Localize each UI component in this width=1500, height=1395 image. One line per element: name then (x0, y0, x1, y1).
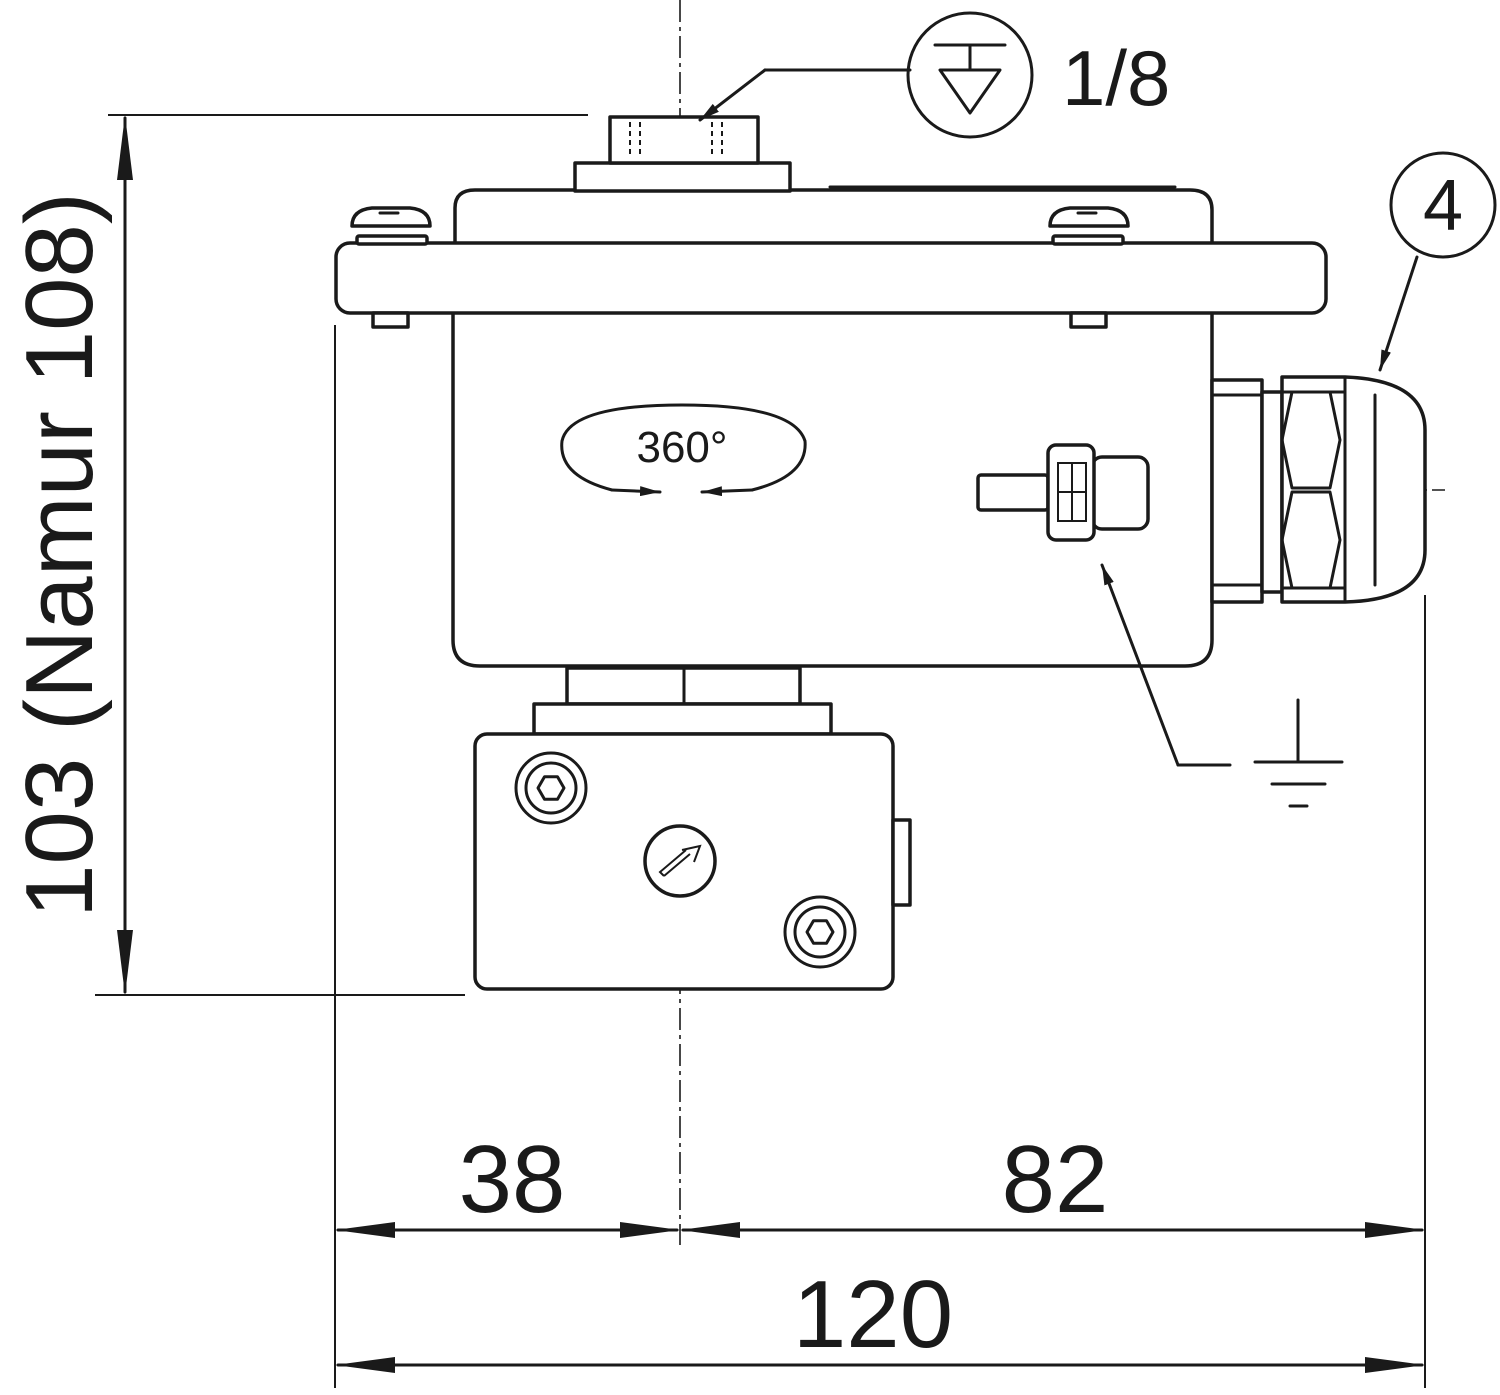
total-width-label: 120 (793, 1261, 953, 1368)
width-dimension-38: 38 (334, 325, 680, 1388)
callout-number: 4 (1423, 166, 1463, 246)
housing-cover (334, 185, 1328, 315)
width-dimension-82: 82 (680, 595, 1426, 1388)
callout-4: 4 (1378, 151, 1497, 372)
ground-terminal (976, 443, 1150, 542)
hex-screw-left (514, 751, 588, 825)
pressure-port-icon (933, 43, 1007, 115)
pressure-port-callout (698, 11, 1034, 139)
ground-icon (1253, 698, 1344, 808)
hex-screw-right (783, 895, 857, 969)
pressure-port-fitting (573, 115, 792, 193)
port-size-label: 1/8 (1062, 34, 1170, 122)
height-label: 103 (Namur 108) (6, 192, 113, 918)
cover-screw-right (1048, 206, 1130, 329)
rotation-arrow-icon: 360° (560, 403, 807, 497)
flow-arrow-icon (643, 824, 717, 898)
right-width-label: 82 (1002, 1126, 1109, 1233)
cover-screw-left (350, 206, 432, 329)
housing (451, 310, 1214, 668)
width-dimension-120: 120 (335, 1261, 1425, 1373)
ground-leader (1100, 563, 1232, 767)
left-width-label: 38 (459, 1126, 566, 1233)
height-dimension: 103 (Namur 108) (6, 114, 588, 996)
cable-gland (1210, 375, 1427, 604)
rotation-label: 360° (636, 423, 727, 472)
